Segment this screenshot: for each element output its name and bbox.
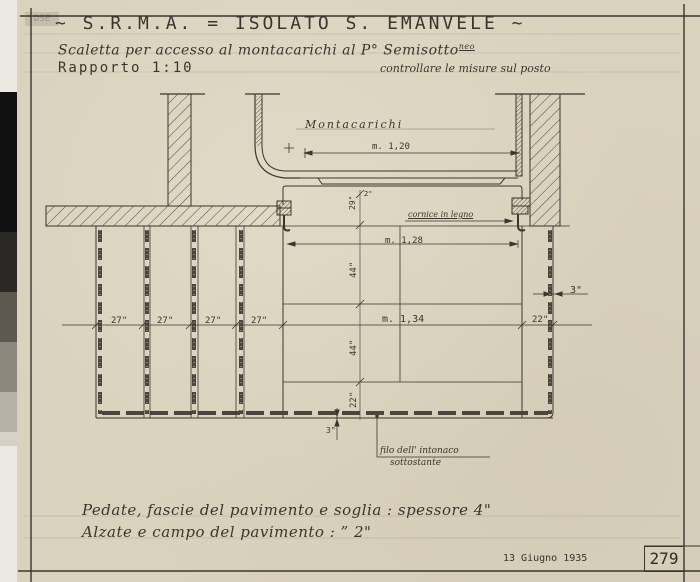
dim-band-3: 27" bbox=[205, 316, 222, 326]
montacarichi-label: Montacarichi bbox=[305, 118, 404, 131]
dim-step-1: 44" bbox=[349, 261, 359, 278]
plaster-label-line2: sottostante bbox=[390, 458, 442, 468]
dim-bottom-offset: 3" bbox=[326, 426, 336, 435]
wall-right bbox=[529, 93, 561, 227]
calibration-strip-mid-light bbox=[0, 342, 17, 392]
plaster-label-line1: filo dell' intonaco bbox=[380, 446, 459, 456]
dim-gap-top: 29" bbox=[348, 195, 357, 210]
dim-band-4: 27" bbox=[251, 316, 268, 326]
dim-width-total: m. 1,34 bbox=[382, 314, 425, 325]
dim-width-montacarichi: m. 1,20 bbox=[372, 142, 410, 152]
check-measurements-note: controllare le misure sul posto bbox=[380, 62, 551, 75]
dim-step-2: 44" bbox=[349, 339, 359, 356]
calibration-strip-mid bbox=[0, 292, 17, 342]
subtitle-superscript: neo bbox=[458, 42, 475, 51]
drawing-sheet bbox=[17, 0, 700, 582]
wall-pillar-left bbox=[167, 93, 192, 207]
sheet-title: ~ S.R.M.A. = ISOLATO S. EMANVELE ~ bbox=[55, 13, 526, 34]
dim-bottom-band: 22" bbox=[349, 391, 359, 408]
calibration-strip-light bbox=[0, 392, 17, 432]
dim-side-band: 22" bbox=[532, 315, 549, 325]
dim-width-inner: m. 1,28 bbox=[385, 236, 423, 246]
dim-band-1: 27" bbox=[111, 316, 128, 326]
sheet-number: 279 bbox=[644, 546, 683, 572]
drawing-date: 13 Giugno 1935 bbox=[503, 553, 588, 564]
wall-slab bbox=[45, 205, 281, 227]
calibration-strip-black bbox=[0, 92, 17, 232]
note-thickness-4: Pedate, fascie del pavimento e soglia : … bbox=[82, 501, 492, 519]
sheet-subtitle: Scaletta per accesso al montacarichi al … bbox=[58, 42, 475, 59]
dim-gap-top-small: 2" bbox=[364, 190, 373, 198]
scale-label: Rapporto 1:10 bbox=[58, 60, 194, 76]
calibration-strip-dark bbox=[0, 232, 17, 292]
note-thickness-2: Alzate e campo del pavimento : ” 2" bbox=[82, 523, 372, 541]
subtitle-text: Scaletta per accesso al montacarichi al … bbox=[58, 42, 459, 59]
cornice-label: cornice in legno bbox=[408, 210, 474, 219]
dim-wall-thickness: 3" bbox=[570, 285, 583, 296]
dim-band-2: 27" bbox=[157, 316, 174, 326]
calibration-strip-white bbox=[0, 432, 17, 446]
